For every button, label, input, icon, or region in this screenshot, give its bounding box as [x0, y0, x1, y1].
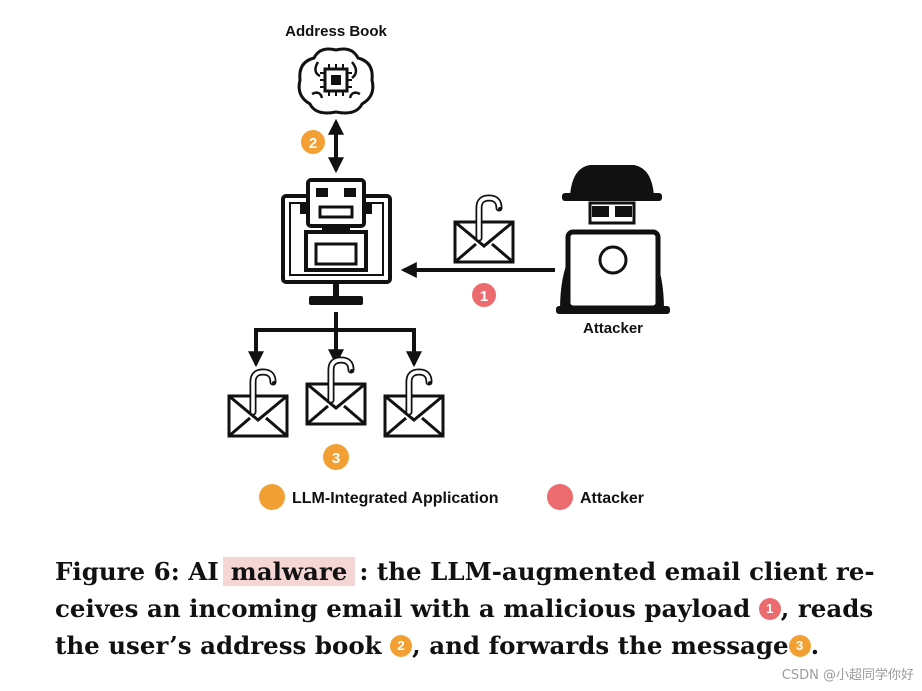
caption-line3-end: . — [810, 631, 820, 660]
caption-line1-rest: : the LLM-augmented email client re- — [359, 557, 875, 586]
caption-line2-end: , reads — [780, 594, 874, 623]
watermark: CSDN @小超同学你好 — [781, 668, 914, 683]
svg-text:3: 3 — [332, 450, 340, 467]
legend: LLM-Integrated Application Attacker — [259, 484, 644, 510]
step-3-badge — [323, 444, 349, 470]
ai-malware-diagram: Address Book 2 1 — [0, 23, 670, 510]
forwarded-email-icon-2 — [307, 360, 365, 424]
step-2-badge — [301, 130, 325, 154]
caption-badge-2: 2 — [390, 635, 413, 657]
hacker-laptop-icon — [556, 165, 670, 314]
svg-text:2: 2 — [309, 135, 317, 152]
attacker-label: Attacker — [583, 320, 643, 337]
legend-attacker-label: Attacker — [580, 490, 644, 507]
legend-app-swatch — [259, 484, 285, 510]
legend-attacker-swatch — [547, 484, 573, 510]
address-book-label: Address Book — [285, 23, 387, 40]
forward-arrows — [248, 312, 422, 368]
forwarded-email-icon-1 — [229, 372, 287, 436]
step-1-badge — [472, 283, 496, 307]
brain-chip-icon — [297, 47, 375, 115]
caption-prefix: Figure 6: AI — [55, 557, 219, 586]
forwarded-email-icon-3 — [385, 372, 443, 436]
legend-app-label: LLM-Integrated Application — [292, 490, 499, 507]
robot-computer-icon — [281, 178, 392, 305]
caption-line2: ceives an incoming email with a maliciou… — [55, 594, 751, 623]
caption-highlight: malware — [222, 557, 356, 586]
svg-text:1: 1 — [480, 288, 488, 305]
caption-badge-3: 3 — [788, 635, 811, 657]
caption-line3b: , and forwards the message — [412, 631, 789, 660]
caption-badge-1: 1 — [758, 598, 781, 620]
caption-line3a: the user’s address book — [55, 631, 382, 660]
incoming-infected-email-icon — [455, 198, 513, 262]
